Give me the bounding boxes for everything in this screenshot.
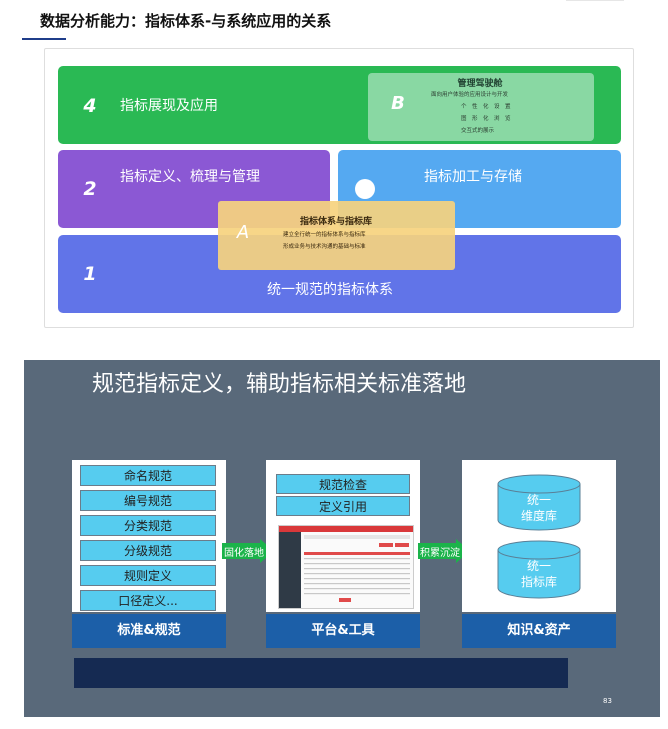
bottom-bar <box>74 658 568 688</box>
layer-4-label: 指标展现及应用 <box>120 98 218 114</box>
platform-screenshot <box>278 525 414 609</box>
standard-item: 命名规范 <box>80 465 216 486</box>
layer-1-label: 统一规范的指标体系 <box>267 282 393 298</box>
standard-item: 编号规范 <box>80 490 216 511</box>
knowledge-footer: 知识&资产 <box>462 614 616 648</box>
standards-footer: 标准&规范 <box>72 614 226 648</box>
layer-2-label: 指标定义、梳理与管理 <box>120 169 260 185</box>
callout-b-line: 图 形 化 浏 览 <box>461 116 511 122</box>
layer-1-number: 1 <box>83 263 97 285</box>
callout-a-letter: A <box>236 222 250 243</box>
arrow-1-label: 固化落地 <box>224 548 264 559</box>
page-number: 83 <box>603 697 612 705</box>
top-divider <box>566 0 624 1</box>
callout-b-line: 交互式的展示 <box>461 128 495 134</box>
layer-3-label: 指标加工与存储 <box>424 169 522 185</box>
standard-item: 规则定义 <box>80 565 216 586</box>
slide-title: 规范指标定义，辅助指标相关标准落地 <box>92 372 467 397</box>
callout-a-line: 建立全行统一的指标体系与指标库 <box>283 232 366 238</box>
callout-box-b <box>368 73 594 141</box>
callout-b-letter: B <box>391 93 405 114</box>
layer-3-marker <box>355 179 375 199</box>
standard-item: 分类规范 <box>80 515 216 536</box>
platform-item: 规范检查 <box>276 474 410 494</box>
platform-footer: 平台&工具 <box>266 614 420 648</box>
arrow-1-icon <box>222 539 274 563</box>
standard-item: 分级规范 <box>80 540 216 561</box>
callout-a-title: 指标体系与指标库 <box>299 217 372 227</box>
page-title: 数据分析能力：指标体系-与系统应用的关系 <box>40 12 332 30</box>
dimension-library-label: 统一 维度库 <box>520 493 557 523</box>
title-underline <box>22 38 66 40</box>
arrow-2-icon <box>418 539 470 563</box>
callout-a-line: 形成业务与技术沟通的基础与标准 <box>283 244 366 250</box>
standard-item: 口径定义... <box>80 590 216 611</box>
layer-2-number: 2 <box>83 178 97 200</box>
callout-b-title: 管理驾驶舱 <box>457 79 503 89</box>
layer-4-number: 4 <box>83 95 97 117</box>
indicator-library-label: 统一 指标库 <box>520 559 557 589</box>
callout-b-line: 面向用户体验的应用设计与开发 <box>431 92 509 98</box>
callout-box-a <box>218 201 455 270</box>
platform-item: 定义引用 <box>276 496 410 516</box>
callout-b-line: 个 性 化 设 置 <box>461 104 511 110</box>
database-icon <box>497 474 581 599</box>
arrow-2-label: 积累沉淀 <box>420 548 460 559</box>
